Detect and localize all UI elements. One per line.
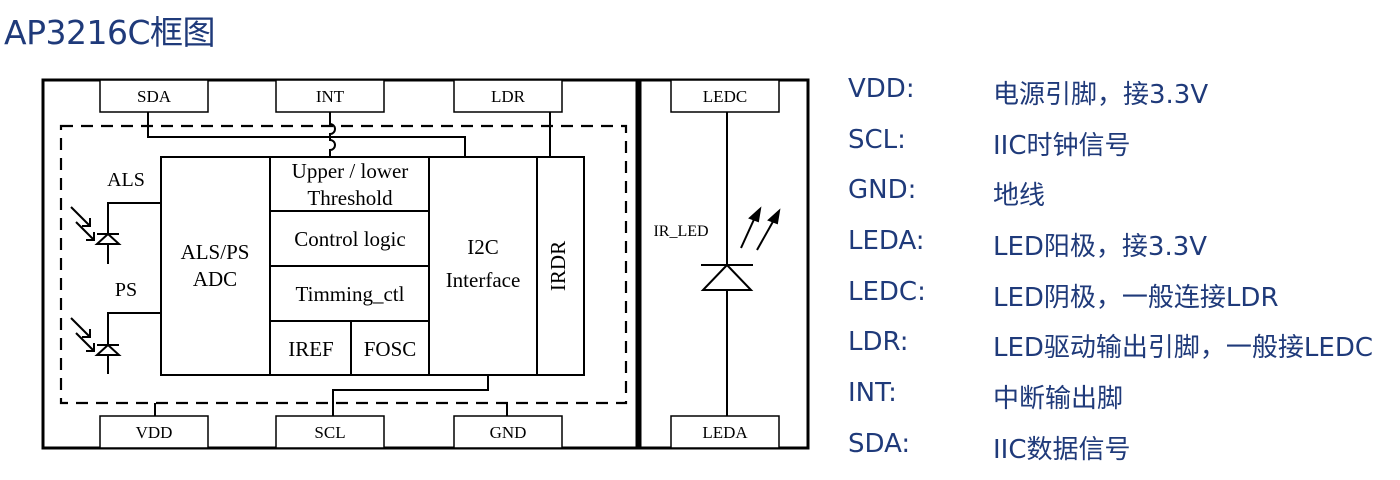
legend-key: LDR: bbox=[848, 327, 909, 358]
control-logic-label: Control logic bbox=[294, 227, 405, 251]
svg-text:SDA: SDA bbox=[137, 87, 172, 106]
fosc-label: FOSC bbox=[364, 337, 417, 361]
legend-desc: LED阴极，一般连接LDR bbox=[993, 282, 1279, 313]
threshold-label: Upper / lower bbox=[292, 159, 409, 183]
page-title: AP3216C框图 bbox=[4, 13, 216, 52]
als-photodiode-icon bbox=[70, 202, 161, 264]
pin-vdd: VDD bbox=[99, 415, 209, 449]
ir-led-icon bbox=[700, 112, 781, 416]
svg-text:LEDA: LEDA bbox=[702, 423, 748, 442]
legend-desc: 电源引脚，接3.3V bbox=[993, 80, 1209, 110]
pin-leda: LEDA bbox=[670, 415, 780, 449]
legend-desc: IIC数据信号 bbox=[993, 434, 1131, 465]
svg-text:SCL: SCL bbox=[314, 423, 345, 442]
top-wiring bbox=[147, 112, 551, 157]
ir-led-label: IR_LED bbox=[653, 223, 708, 240]
legend-desc: 地线 bbox=[993, 181, 1046, 212]
legend-key: LEDC: bbox=[848, 276, 926, 307]
legend-desc: LED驱动输出引脚，一般接LEDC bbox=[993, 333, 1374, 364]
svg-text:LEDC: LEDC bbox=[703, 87, 747, 106]
pin-ldr: LDR bbox=[453, 79, 563, 113]
ps-label: PS bbox=[115, 279, 137, 301]
pin-sda: SDA bbox=[99, 79, 209, 113]
irdr-label: IRDR bbox=[546, 241, 570, 291]
svg-text:LDR: LDR bbox=[491, 87, 526, 106]
legend-key: LEDA: bbox=[848, 226, 925, 257]
iref-label: IREF bbox=[288, 337, 334, 361]
bottom-wiring bbox=[154, 375, 508, 416]
pin-ledc: LEDC bbox=[670, 79, 780, 113]
die-boundary bbox=[59, 124, 628, 405]
legend-desc: LED阳极，接3.3V bbox=[993, 232, 1208, 263]
legend-key: GND: bbox=[848, 175, 917, 206]
als-label: ALS bbox=[107, 169, 145, 191]
block-diagram: SDA INT LDR LEDC VDD SCL GND LEDA ALS/PS… bbox=[41, 78, 810, 450]
legend-key: INT: bbox=[848, 378, 897, 409]
i2c-label: I2C bbox=[467, 235, 499, 259]
adc-label: ALS/PS bbox=[181, 240, 250, 264]
pin-int: INT bbox=[275, 79, 385, 113]
legend-key: SCL: bbox=[848, 124, 906, 155]
timing-ctl-label: Timming_ctl bbox=[296, 282, 405, 306]
legend-key: VDD: bbox=[848, 74, 915, 104]
pin-scl: SCL bbox=[275, 415, 385, 449]
pin-gnd: GND bbox=[453, 415, 563, 449]
ps-photodiode-icon bbox=[70, 312, 161, 374]
adc-label-2: ADC bbox=[193, 267, 237, 291]
i2c-label-2: Interface bbox=[446, 268, 521, 292]
legend-desc: IIC时钟信号 bbox=[993, 130, 1131, 161]
legend-key: SDA: bbox=[848, 428, 911, 459]
legend-desc: 中断输出脚 bbox=[993, 384, 1124, 415]
svg-text:GND: GND bbox=[490, 423, 527, 442]
svg-text:INT: INT bbox=[316, 87, 345, 106]
threshold-label-2: Threshold bbox=[307, 186, 393, 210]
svg-text:VDD: VDD bbox=[136, 423, 173, 442]
